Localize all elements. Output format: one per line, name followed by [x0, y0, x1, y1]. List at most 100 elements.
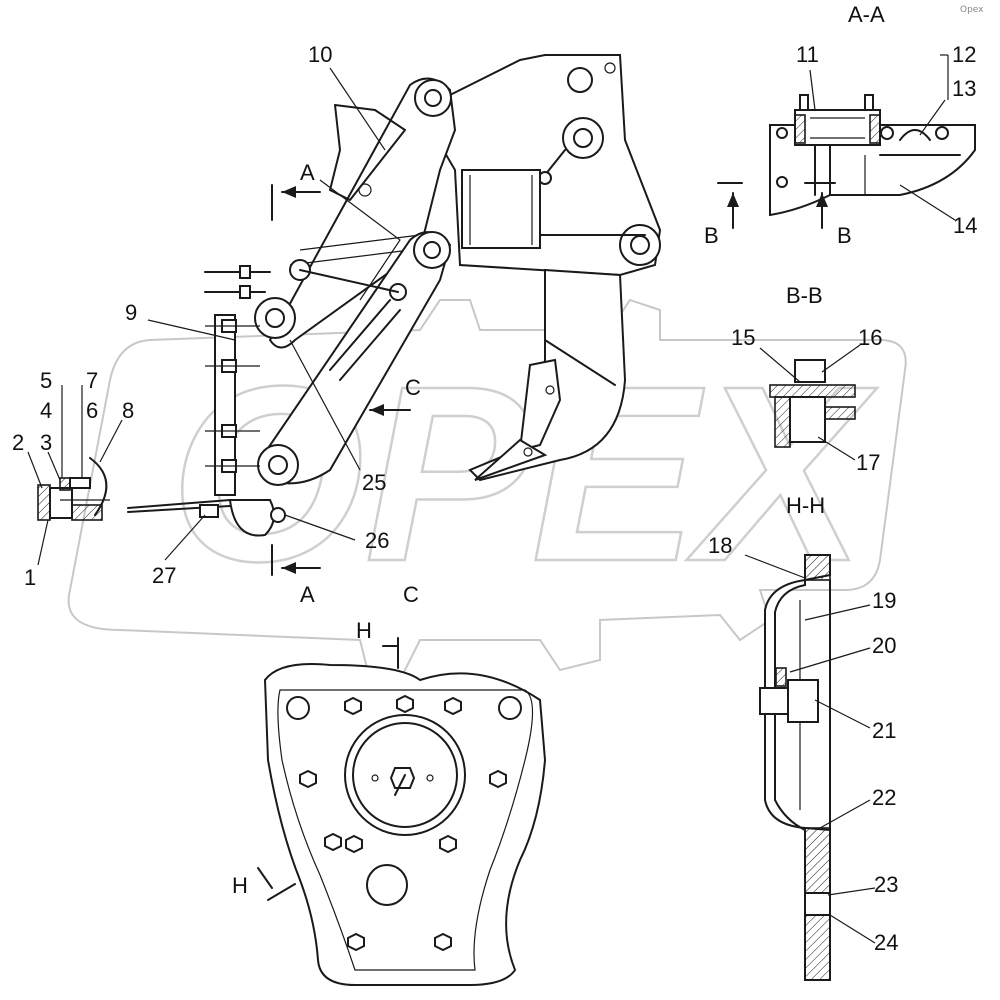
section-bb: B-B — [769, 283, 856, 448]
cut-h-top-label: H — [356, 618, 372, 643]
leader-18 — [744, 554, 806, 579]
leader-14 — [899, 184, 956, 221]
leader-23 — [827, 887, 876, 896]
center-block — [461, 169, 541, 249]
section-hh-bolt-head — [759, 687, 789, 715]
callout-15: 15 — [731, 325, 755, 350]
hook-bolt — [270, 507, 286, 523]
leader-26 — [284, 514, 356, 541]
callout-26: 26 — [365, 528, 389, 553]
section-bb-title: B-B — [786, 283, 823, 308]
section-hh-insert — [804, 892, 831, 916]
cut-h-bottom-line — [267, 883, 296, 901]
callout-6: 6 — [86, 398, 98, 423]
view-c: C H H — [232, 582, 547, 986]
callout-4: 4 — [40, 398, 52, 423]
leader-9 — [147, 319, 236, 341]
view-c-title: C — [403, 582, 419, 607]
section-hh-title: H-H — [786, 493, 825, 518]
hook-clamp — [199, 504, 219, 518]
callout-11: 11 — [796, 42, 819, 67]
upper-arm — [268, 77, 457, 349]
section-bb-nut — [794, 359, 826, 383]
hook-body — [228, 499, 275, 537]
handle-rail — [329, 104, 406, 201]
cut-a-top-label: A — [300, 160, 315, 185]
callout-3: 3 — [40, 430, 52, 455]
lower-pivot-inner — [630, 235, 650, 255]
arm-lower-pivot-inner — [265, 308, 285, 328]
callout-23: 23 — [874, 872, 898, 897]
callout-5: 5 — [40, 368, 52, 393]
leader-8 — [99, 419, 123, 463]
tooth-tip — [474, 438, 548, 481]
callout-2: 2 — [12, 430, 24, 455]
mount-hole-1 — [567, 67, 593, 93]
detail-left-plate — [37, 484, 51, 521]
upper-pivot-inner — [573, 128, 593, 148]
watermark-corner-mark: Opex — [960, 5, 984, 15]
callout-17: 17 — [856, 450, 880, 475]
leader-3 — [47, 451, 61, 481]
section-markers: A A C — [271, 160, 421, 607]
callout-20: 20 — [872, 633, 896, 658]
cut-b-left-label: B — [704, 223, 719, 248]
brace-2 — [339, 309, 401, 381]
bolt-group — [204, 265, 271, 299]
callout-16: 16 — [858, 325, 882, 350]
cylinder-rod — [544, 149, 566, 176]
section-hh: H-H — [759, 493, 831, 981]
section-aa-title: A-A — [848, 2, 885, 27]
lower-arm-top-pivot-inner — [423, 241, 441, 259]
leader-2 — [27, 451, 43, 489]
callout-14: 14 — [953, 213, 977, 238]
callout-19: 19 — [872, 588, 896, 613]
view-c-inner-plate — [277, 689, 534, 971]
callout-7: 7 — [86, 368, 98, 393]
leader-20 — [789, 647, 871, 673]
cut-h-bottom-label: H — [232, 873, 248, 898]
callout-24: 24 — [874, 930, 898, 955]
leader-27 — [164, 514, 206, 561]
leader-12-13 — [919, 99, 946, 136]
section-aa: A-A B B — [704, 2, 976, 248]
callout-22: 22 — [872, 785, 896, 810]
bottom-strap — [127, 499, 231, 509]
leader-21 — [814, 699, 871, 729]
leader-1 — [37, 519, 49, 566]
leader-16 — [821, 344, 861, 373]
leader-22 — [819, 799, 871, 829]
leader-25 — [289, 339, 361, 471]
section-aa-bar — [794, 109, 881, 146]
bucket-inner-line — [544, 339, 616, 386]
lower-arm-bottom-pivot-inner — [268, 455, 288, 475]
main-assembly — [127, 54, 662, 537]
callout-1: 1 — [24, 565, 36, 590]
callout-8: 8 — [122, 398, 134, 423]
frame-bolts — [205, 319, 260, 473]
leader-24 — [829, 914, 876, 944]
section-hh-nut — [787, 679, 819, 723]
cut-b-right-label: B — [837, 223, 852, 248]
leader-11 — [809, 69, 816, 111]
callout-18: 18 — [708, 533, 732, 558]
arm-upper-pivot-inner — [424, 89, 442, 107]
detail-left — [37, 457, 110, 521]
callout-9: 9 — [125, 300, 137, 325]
callout-labels: 1 2 3 4 5 6 7 8 9 10 11 12 13 14 15 16 1… — [12, 42, 977, 955]
detail-left-arc — [89, 457, 108, 516]
section-aa-slot — [899, 129, 931, 141]
watermark-gear-outline — [67, 298, 907, 681]
leader-lines — [27, 67, 956, 944]
leader-10 — [329, 67, 386, 151]
callout-10: 10 — [308, 42, 332, 67]
callout-21: 21 — [872, 718, 896, 743]
callout-25: 25 — [362, 470, 386, 495]
leader-17 — [817, 436, 856, 461]
callout-27: 27 — [152, 563, 176, 588]
view-c-lower-hole — [366, 864, 408, 906]
mount-hole-2 — [604, 62, 616, 74]
tooth-holder — [518, 358, 562, 452]
